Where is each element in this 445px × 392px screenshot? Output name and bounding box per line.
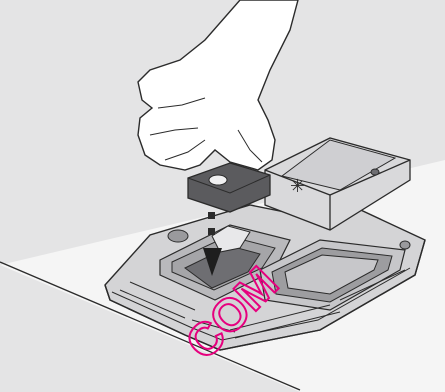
rinse-aid-symbol: ✳ [290, 176, 305, 197]
